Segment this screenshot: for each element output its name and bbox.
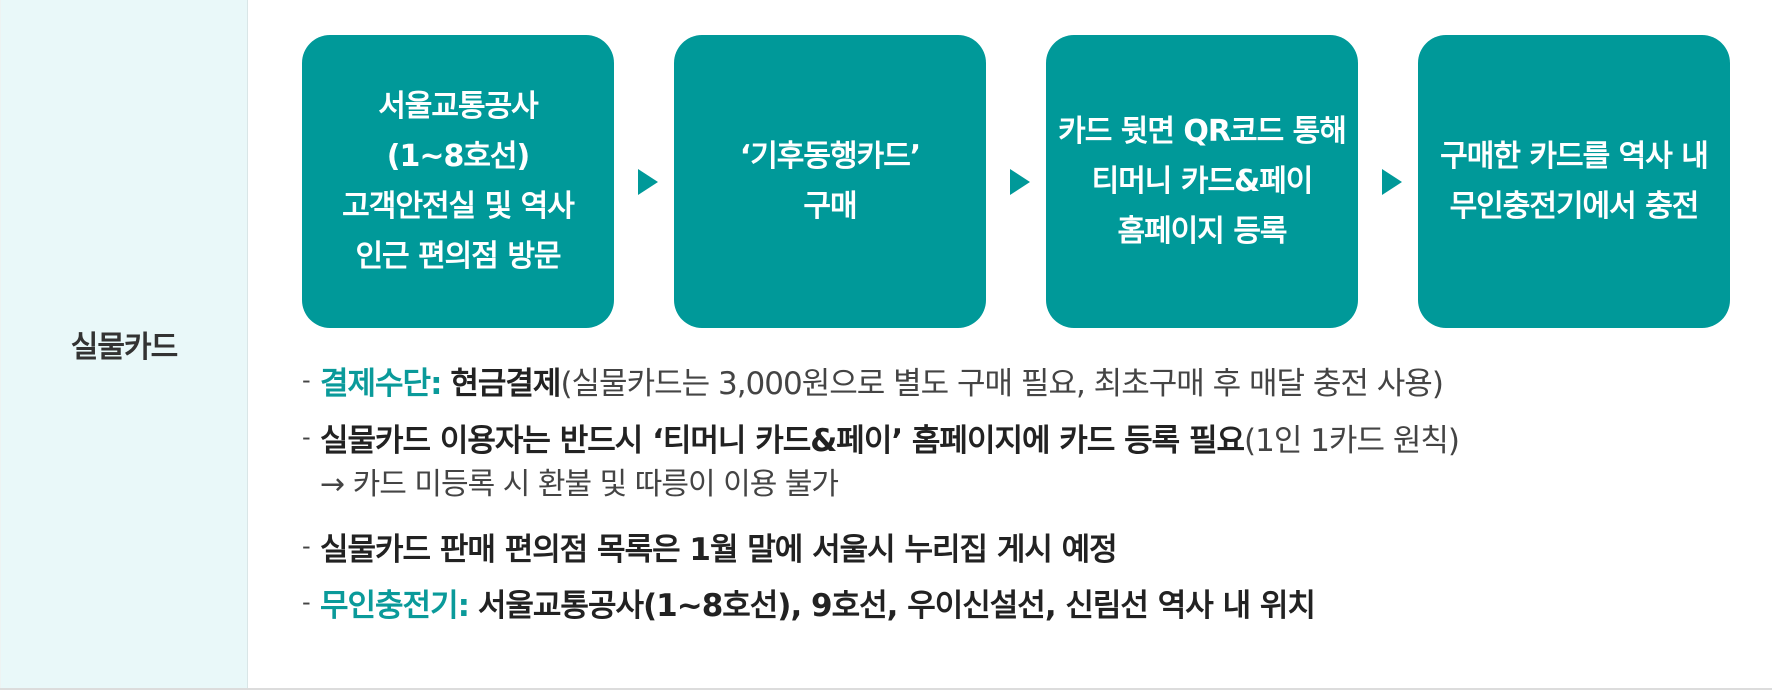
arrow-right-icon [1010, 169, 1030, 195]
arrow-right-icon [638, 169, 658, 195]
registration-detail: (1인 1카드 원칙) [1244, 423, 1460, 459]
note-charger: - 무인충전기: 서울교통공사(1~8호선), 9호선, 우이신설선, 신림선 … [302, 584, 1742, 628]
step-visit-store: 서울교통공사 (1~8호선) 고객안전실 및 역사 인근 편의점 방문 [302, 35, 614, 328]
arrow-right-icon [1382, 169, 1402, 195]
note-store-list: - 실물카드 판매 편의점 목록은 1월 말에 서울시 누리집 게시 예정 [302, 528, 1742, 584]
step-purchase-card: ‘기후동행카드’ 구매 [674, 35, 986, 328]
bullet-dash: - [302, 588, 311, 616]
step-register-card: 카드 뒷면 QR코드 통해 티머니 카드&페이 홈페이지 등록 [1046, 35, 1358, 328]
registration-text: 실물카드 이용자는 반드시 ‘티머니 카드&페이’ 홈페이지에 카드 등록 필요 [320, 423, 1245, 459]
step-3-line-3: 홈페이지 등록 [1117, 213, 1287, 249]
step-4-line-1: 구매한 카드를 역사 내 [1440, 138, 1709, 174]
notes-list: - 결제수단: 현금결제(실물카드는 3,000원으로 별도 구매 필요, 최초… [302, 362, 1742, 628]
registration-sub-note: → 카드 미등록 시 환불 및 따릉이 이용 불가 [320, 467, 839, 502]
charger-value: 서울교통공사(1~8호선), 9호선, 우이신설선, 신림선 역사 내 위치 [477, 588, 1316, 624]
step-1-line-2: (1~8호선) [386, 138, 531, 174]
payment-value: 현금결제 [450, 366, 561, 402]
step-2-line-2: 구매 [803, 188, 857, 224]
payment-detail: (실물카드는 3,000원으로 별도 구매 필요, 최초구매 후 매달 충전 사… [560, 366, 1443, 402]
payment-key: 결제수단: [320, 366, 442, 402]
bullet-dash: - [302, 532, 311, 560]
process-flow: 서울교통공사 (1~8호선) 고객안전실 및 역사 인근 편의점 방문 ‘기후동… [302, 35, 1736, 328]
note-registration: - 실물카드 이용자는 반드시 ‘티머니 카드&페이’ 홈페이지에 카드 등록 … [302, 419, 1742, 463]
step-4-line-2: 무인충전기에서 충전 [1449, 188, 1700, 224]
step-1-line-3: 고객안전실 및 역사 [342, 188, 575, 224]
bullet-dash: - [302, 423, 311, 451]
store-list-text: 실물카드 판매 편의점 목록은 1월 말에 서울시 누리집 게시 예정 [320, 532, 1118, 568]
step-1-line-1: 서울교통공사 [378, 88, 539, 124]
bullet-dash: - [302, 366, 311, 394]
step-charge-card: 구매한 카드를 역사 내 무인충전기에서 충전 [1418, 35, 1730, 328]
row-header-label: 실물카드 [70, 330, 178, 365]
step-3-line-1: 카드 뒷면 QR코드 통해 [1058, 113, 1347, 149]
step-1-line-4: 인근 편의점 방문 [355, 238, 561, 274]
step-3-line-2: 티머니 카드&페이 [1091, 163, 1314, 199]
note-payment: - 결제수단: 현금결제(실물카드는 3,000원으로 별도 구매 필요, 최초… [302, 362, 1742, 419]
row-header: 실물카드 [0, 0, 248, 688]
step-2-line-1: ‘기후동행카드’ [739, 138, 921, 174]
charger-key: 무인충전기: [320, 588, 470, 624]
